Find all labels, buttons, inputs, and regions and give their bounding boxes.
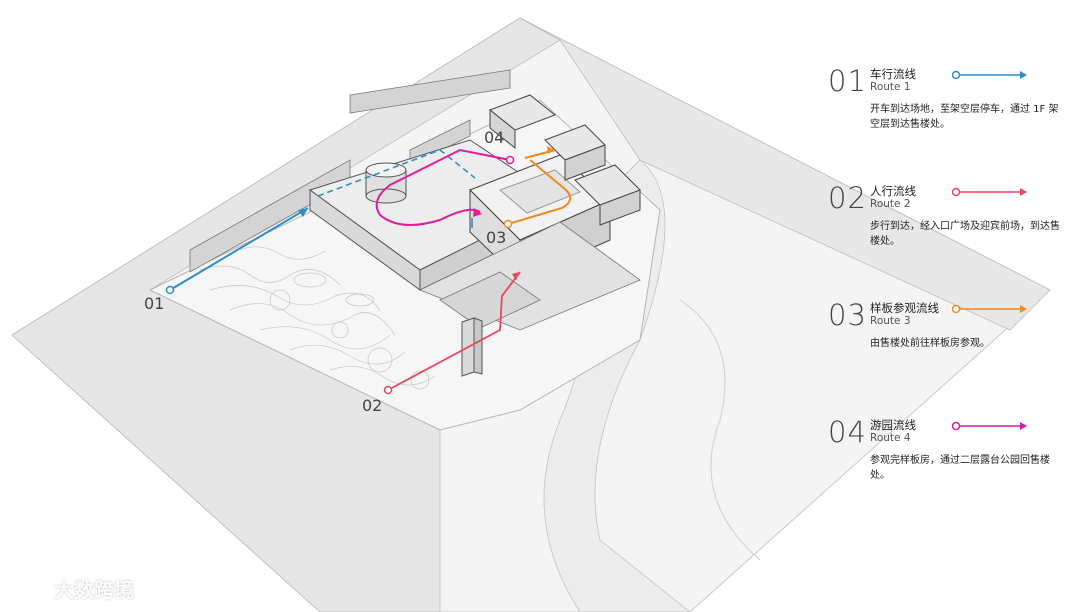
legend-route-1: 01 车行流线 Route 1 开车到达场地，至架空层停车，通过 1F 架空层到… [828,64,1068,134]
legend-number: 01 [828,64,867,98]
legend-description: 由售楼处前往样板房参观。 [870,336,1060,351]
legend-title-cn: 样板参观流线 [870,300,939,316]
map-label-03: 03 [486,228,506,247]
tower-sculpture [462,318,482,376]
map-label-01: 01 [144,294,164,313]
legend-title-en: Route 4 [870,432,911,444]
legend-description: 开车到达场地，至架空层停车，通过 1F 架空层到达售楼处。 [870,102,1060,132]
legend-title-cn: 游园流线 [870,417,916,433]
legend-title-en: Route 1 [870,81,911,93]
watermark-text: 大数跨境 [54,574,134,603]
legend-description: 参观完样板房，通过二层露台公园回售楼处。 [870,453,1060,483]
cylinder-tower [366,163,406,203]
map-label-02: 02 [362,396,382,415]
legend-route-3: 03 样板参观流线 Route 3 由售楼处前往样板房参观。 [828,298,1068,358]
route-arrow-icon [952,69,1028,81]
route-arrow-icon [952,186,1028,198]
legend-title-cn: 车行流线 [870,66,916,82]
map-label-04: 04 [484,128,504,147]
route-arrow-icon [952,303,1028,315]
legend-title-cn: 人行流线 [870,183,916,199]
legend-title-en: Route 3 [870,315,911,327]
legend-number: 04 [828,415,867,449]
route-arrow-icon [952,420,1028,432]
legend-title-en: Route 2 [870,198,911,210]
legend-number: 03 [828,298,867,332]
legend-description: 步行到达，经入口广场及迎宾前场，到达售楼处。 [870,219,1060,249]
legend-route-4: 04 游园流线 Route 4 参观完样板房，通过二层露台公园回售楼处。 [828,415,1068,485]
legend-route-2: 02 人行流线 Route 2 步行到达，经入口广场及迎宾前场，到达售楼处。 [828,181,1068,251]
legend-number: 02 [828,181,867,215]
watermark-logo-icon [6,578,52,600]
